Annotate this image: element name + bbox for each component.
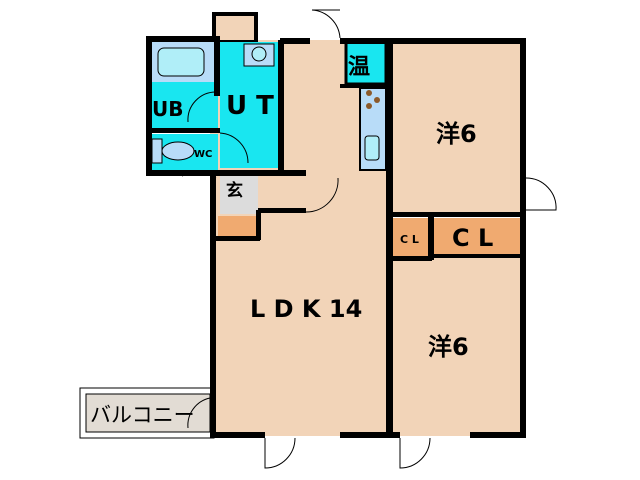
room-door-lower: [399, 437, 431, 469]
water-heater-label: 温: [348, 55, 370, 80]
closet-small-label: C L: [400, 233, 419, 246]
entrance-door: [311, 9, 341, 39]
toilet-tank: [151, 138, 163, 164]
wc-label: WC: [194, 149, 212, 160]
shoe-closet: [218, 216, 256, 236]
walls: [146, 36, 526, 438]
western-room-lower: [390, 258, 524, 436]
doors: [181, 9, 557, 469]
wc-door: [219, 132, 249, 164]
ub-label: UB: [152, 97, 183, 121]
room-door-upper: [525, 177, 557, 211]
balcony-sash: [187, 397, 211, 429]
balcony-door: [264, 437, 296, 469]
genkan: [220, 172, 258, 214]
genkan-label: 玄: [226, 180, 243, 201]
balcony-label: バルコニー: [90, 403, 195, 427]
closet-large-label: C L: [452, 224, 493, 252]
ldk-label: L D K 14: [250, 295, 362, 323]
ut-label: U T: [226, 91, 274, 121]
bathtub-basin: [157, 47, 205, 77]
sink-icon: [364, 135, 380, 161]
closet-small: [392, 218, 428, 256]
genkan-door: [181, 171, 217, 179]
ub-door: [187, 91, 217, 123]
ut-top-box: [212, 12, 258, 44]
western-lower-label: 洋6: [428, 333, 469, 361]
balcony: [85, 393, 211, 433]
toilet-icon: [161, 141, 195, 161]
closet-large: [434, 218, 520, 254]
washbasin-bowl: [251, 46, 267, 62]
stove-burner: [366, 103, 372, 109]
western-room-upper: [390, 40, 524, 216]
stove-burner: [374, 97, 380, 103]
western-upper-label: 洋6: [436, 120, 477, 148]
stove-burner: [366, 90, 372, 96]
ldk-door: [305, 177, 339, 213]
